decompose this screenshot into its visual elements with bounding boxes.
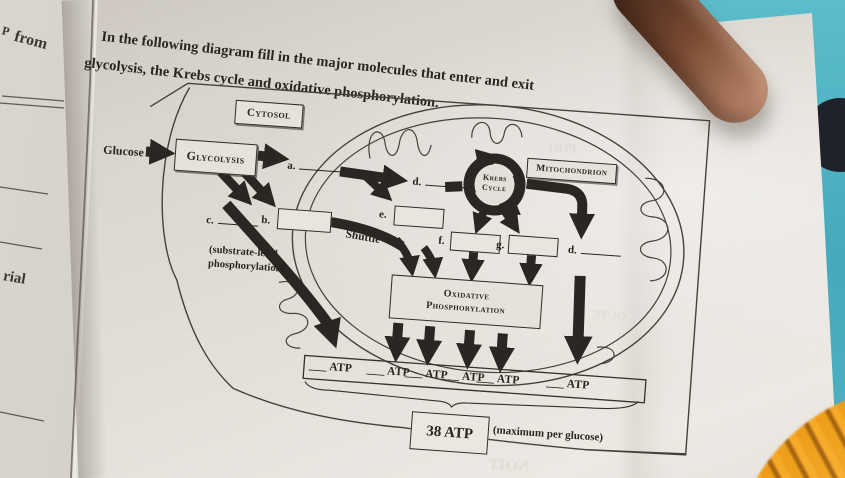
blank-c-line <box>217 213 259 227</box>
total-atp-box: 38 ATP <box>409 411 490 455</box>
cell-and-frame-lines <box>149 82 711 456</box>
blank-d-left-letter: d. <box>412 175 422 189</box>
krebs-line2: Cycle <box>481 182 507 193</box>
blank-g-letter: g. <box>495 238 505 252</box>
adjacent-page-lines <box>0 0 98 478</box>
cytosol-label: Cytosol <box>234 99 304 129</box>
blank-a-letter: a. <box>286 159 296 173</box>
blank-c: c. <box>206 210 259 232</box>
blank-d-right-letter: d. <box>567 243 578 257</box>
blank-f-letter: f. <box>437 234 446 248</box>
atp-summary-lines <box>302 354 647 410</box>
bleedthrough-text: OUTC <box>590 306 627 324</box>
bleedthrough-text: NOIT <box>487 455 530 476</box>
answer-box-f <box>449 231 501 255</box>
blank-c-letter: c. <box>205 214 215 227</box>
substrate-note-line1: (substrate-level <box>208 244 279 261</box>
flow-arrows <box>145 138 596 374</box>
blank-b-letter: b. <box>260 213 271 227</box>
answer-box-b <box>276 208 333 233</box>
answer-box-e <box>393 205 445 229</box>
krebs-cycle-label: Krebs Cycle <box>468 172 521 195</box>
margin-text-rial: rial <box>1 268 27 288</box>
oxphos-line2: Phosphorylation <box>425 299 506 317</box>
blank-d-right: d. <box>567 240 622 262</box>
blank-d-right-line <box>580 243 622 257</box>
diagram-artwork <box>145 82 711 456</box>
blank-d-left-line <box>425 175 468 189</box>
glycolysis-box: Glycolysis <box>173 138 258 177</box>
blank-e-letter: e. <box>378 208 388 221</box>
blank-a-line <box>299 159 346 173</box>
printed-content: In the following diagram fill in the maj… <box>29 8 759 478</box>
blank-d-left: d. <box>412 172 468 194</box>
substrate-level-note: (substrate-level phosphorylation) <box>208 243 287 276</box>
bleedthrough-text: PHO <box>547 139 577 157</box>
answer-box-g <box>507 234 559 258</box>
